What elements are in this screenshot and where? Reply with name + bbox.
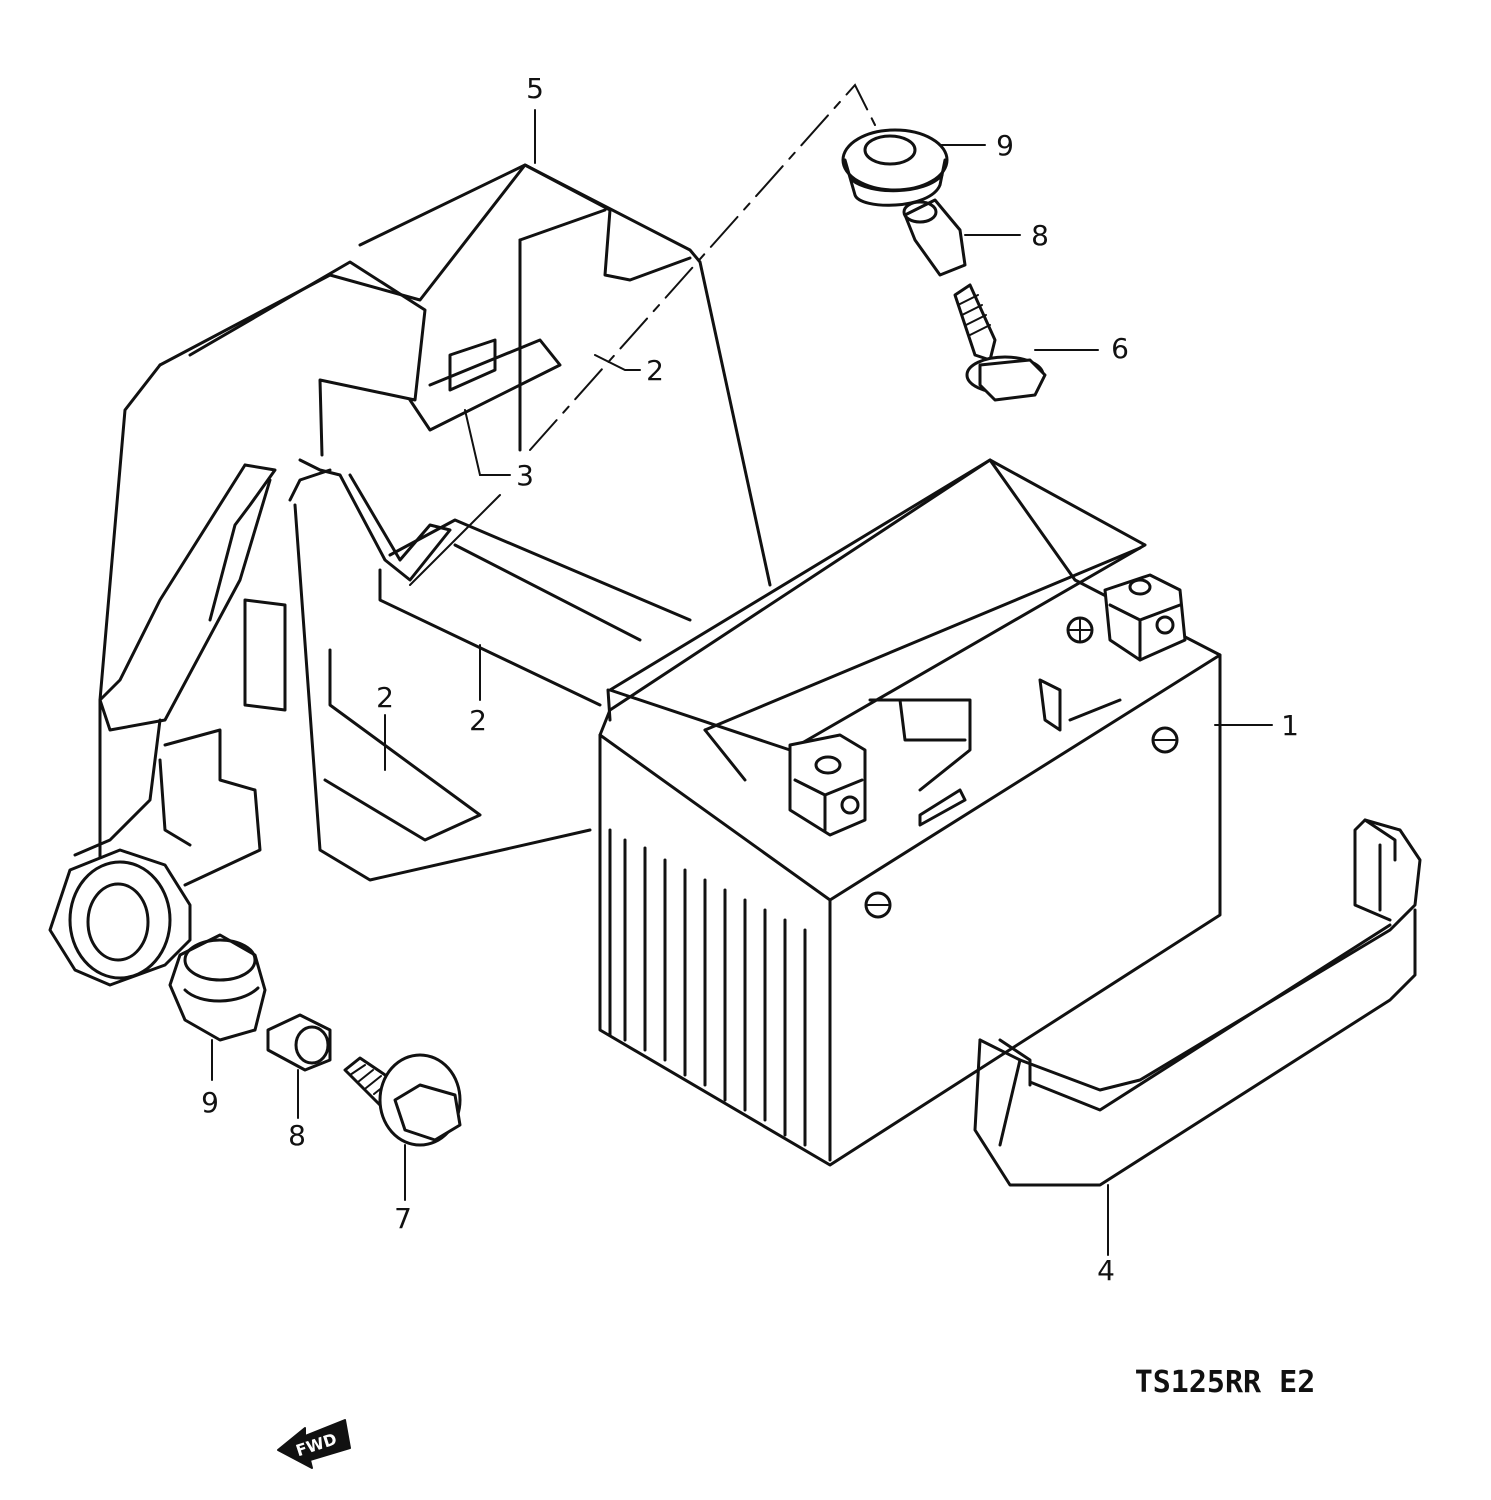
callout-9-upper: 9 [996,129,1014,162]
callout-3: 3 [516,459,534,492]
callout-2-middle: 2 [469,704,487,737]
callout-5: 5 [526,72,544,105]
callout-8-upper: 8 [1031,219,1049,252]
callout-7: 7 [394,1202,412,1235]
model-code: TS125RR E2 [1135,1365,1316,1400]
callout-6: 6 [1111,332,1129,365]
collar-upper [902,198,967,277]
grommet-upper [841,128,949,207]
grommet-lower [168,933,267,1042]
battery-band [973,818,1422,1187]
callout-labels: 5 9 8 6 2 3 2 2 1 4 9 8 7 [201,72,1299,1287]
battery-case [73,163,772,887]
callout-4: 4 [1097,1254,1115,1287]
collar-lower [266,1013,332,1072]
callout-9-lower: 9 [201,1086,219,1119]
bolt-lower [343,1053,462,1147]
battery [598,458,1222,1167]
forward-arrow-icon: FWD [277,1419,351,1469]
callout-2-upper: 2 [646,354,664,387]
callout-8-lower: 8 [288,1119,306,1152]
leader-lines [211,83,1273,1256]
bolt-upper [953,283,1047,402]
callout-1: 1 [1281,709,1299,742]
mounting-boss [48,848,192,987]
callout-2-lower: 2 [376,681,394,714]
